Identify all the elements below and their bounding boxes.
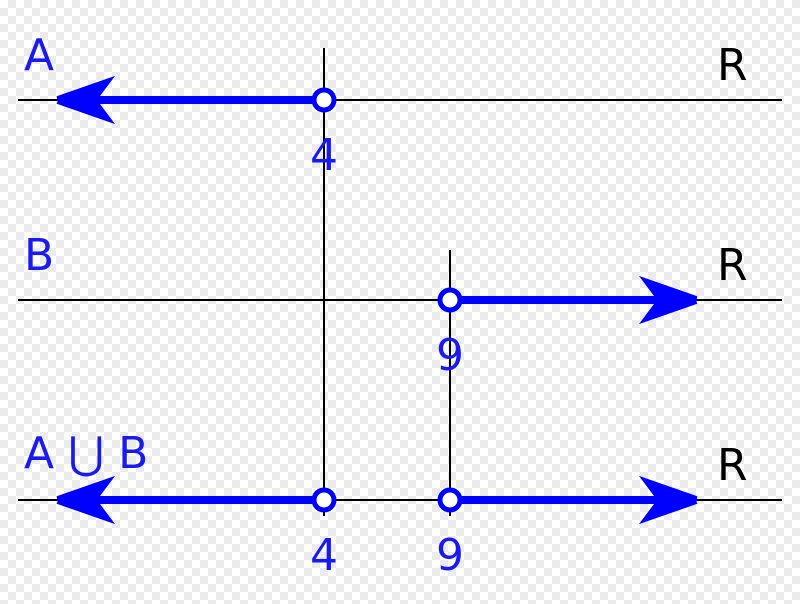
open-point-9 (437, 287, 463, 313)
ray-b (462, 275, 698, 325)
set-label-b: B (24, 230, 54, 281)
point-label-4: 4 (310, 530, 338, 581)
point-label-9: 9 (436, 530, 464, 581)
ray-union-left (56, 475, 312, 525)
point-label-4: 4 (310, 130, 338, 181)
ray-union-right (462, 475, 698, 525)
space-label-r: R (717, 40, 748, 91)
row-a: A R 4 (18, 30, 782, 181)
row-union: A ⋃ B R 4 9 (18, 428, 782, 581)
space-label-r: R (717, 240, 748, 291)
ray-a (56, 75, 312, 125)
space-label-r: R (717, 440, 748, 491)
open-point-9 (437, 487, 463, 513)
set-label-a: A (24, 30, 54, 81)
open-point-4 (311, 87, 337, 113)
row-b: B R 9 (18, 230, 782, 381)
point-label-9: 9 (436, 330, 464, 381)
set-label-union: A ⋃ B (24, 428, 148, 479)
open-point-4 (311, 487, 337, 513)
